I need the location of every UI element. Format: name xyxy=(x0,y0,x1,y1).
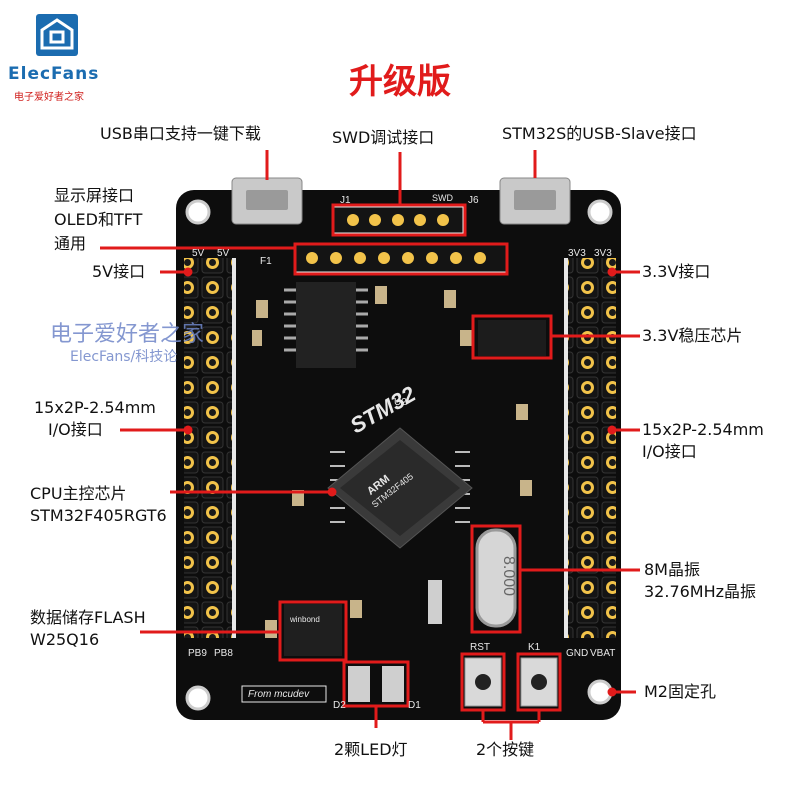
label-keys: 2个按键 xyxy=(476,740,535,759)
silk-vbat: VBAT xyxy=(590,648,615,659)
silk-5v-b: 5V xyxy=(217,248,230,259)
label-io-right-1: 15x2P-2.54mm xyxy=(642,420,764,439)
label-io-right-2: I/O接口 xyxy=(642,442,697,461)
label-5v: 5V接口 xyxy=(92,262,146,281)
silk-j1: J1 xyxy=(340,195,351,206)
silk-from: From mcudev xyxy=(248,689,310,700)
silk-5v-a: 5V xyxy=(192,248,205,259)
watermark-line2: ElecFans/科技论 xyxy=(70,349,178,365)
usb-serial-chip xyxy=(296,282,356,368)
silk-d2: D2 xyxy=(333,700,346,711)
label-regulator: 3.3V稳压芯片 xyxy=(642,326,743,345)
left-header-pins xyxy=(184,258,234,638)
crystal-text: 8.000 xyxy=(500,556,517,596)
crystal-8m xyxy=(475,528,517,628)
silk-swd: SWD xyxy=(432,193,453,203)
label-hole: M2固定孔 xyxy=(644,682,716,701)
logo-icon xyxy=(36,14,78,56)
logo-name: ElecFans xyxy=(8,64,100,84)
mount-hole-bl xyxy=(185,685,211,711)
silk-j6: J6 xyxy=(468,195,479,206)
silk-u2: U2 xyxy=(394,397,407,408)
label-cpu-2: STM32F405RGT6 xyxy=(30,506,167,525)
watermark-line1: 电子爱好者之家 xyxy=(50,322,205,347)
mount-hole-tr xyxy=(587,199,613,225)
label-display-3: 通用 xyxy=(54,234,87,253)
label-cpu-1: CPU主控芯片 xyxy=(30,484,127,503)
mount-hole-tl xyxy=(185,199,211,225)
label-io-left-2: I/O接口 xyxy=(48,420,103,439)
silk-d1: D1 xyxy=(408,700,421,711)
silk-3v3-b: 3V3 xyxy=(594,248,612,259)
label-swd: SWD调试接口 xyxy=(332,128,435,147)
right-header-pins xyxy=(566,258,616,638)
label-display-2: OLED和TFT xyxy=(54,210,143,229)
label-crystal-2: 32.76MHz晶振 xyxy=(644,582,757,601)
label-3v3: 3.3V接口 xyxy=(642,262,711,281)
silk-rst: RST xyxy=(470,642,490,653)
label-leds: 2颗LED灯 xyxy=(334,740,408,759)
flash-brand: winbond xyxy=(289,615,320,624)
silk-k1: K1 xyxy=(528,642,541,653)
label-crystal-1: 8M晶振 xyxy=(644,560,700,579)
silk-f1: F1 xyxy=(260,256,272,267)
label-usb-serial: USB串口支持一键下载 xyxy=(100,124,261,143)
silk-pb9: PB9 xyxy=(188,648,207,659)
page-title: 升级版 xyxy=(349,62,451,102)
elecfans-logo: ElecFans 电子爱好者之家 xyxy=(8,8,108,103)
led-d1 xyxy=(382,666,404,702)
flash-chip xyxy=(284,604,342,656)
silk-3v3-a: 3V3 xyxy=(568,248,586,259)
led-d2 xyxy=(348,666,370,702)
label-display-1: 显示屏接口 xyxy=(54,186,135,205)
label-usb-slave: STM32S的USB-Slave接口 xyxy=(502,124,697,143)
label-io-left-1: 15x2P-2.54mm xyxy=(34,398,156,417)
silk-gnd: GND xyxy=(566,648,588,659)
logo-subtitle: 电子爱好者之家 xyxy=(14,92,84,103)
silk-pb8: PB8 xyxy=(214,648,233,659)
label-flash-2: W25Q16 xyxy=(30,630,100,649)
regulator-chip xyxy=(478,320,546,356)
key-button xyxy=(520,657,558,707)
cpu-chip xyxy=(327,427,473,549)
label-flash-1: 数据储存FLASH xyxy=(30,608,146,627)
